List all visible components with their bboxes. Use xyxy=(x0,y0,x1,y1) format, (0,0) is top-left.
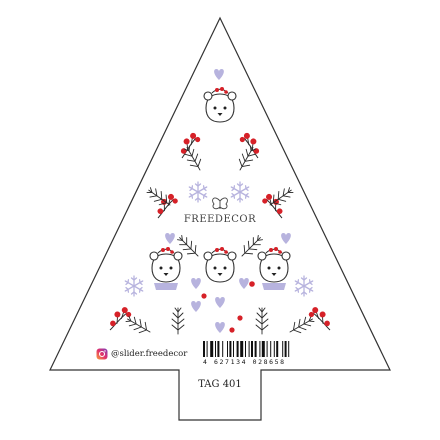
barcode-bar xyxy=(288,341,290,357)
butterfly-logo-icon xyxy=(212,197,228,210)
barcode-bar xyxy=(248,341,250,357)
barcode-bar xyxy=(284,341,287,357)
barcode-bar xyxy=(236,341,239,357)
barcode-bar xyxy=(276,341,279,357)
barcode-bar xyxy=(251,341,253,357)
barcode-bar xyxy=(282,341,284,357)
scarf-right xyxy=(262,283,286,290)
berry-dot xyxy=(249,281,255,287)
berry-dot xyxy=(201,293,207,299)
barcode-bar xyxy=(203,341,205,357)
barcode-bar xyxy=(240,341,244,357)
social-handle-row: @slider.freedecor xyxy=(96,347,187,361)
barcode-bar xyxy=(227,341,228,357)
barcode-digits: 4 627134 028658 xyxy=(203,358,286,366)
barcode-bar xyxy=(215,341,216,357)
barcode-bar xyxy=(210,341,214,357)
barcode-bar xyxy=(229,341,232,357)
berry-dot xyxy=(229,327,235,333)
barcode-bar xyxy=(245,341,246,357)
barcode-bar xyxy=(270,341,272,357)
instagram-handle: @slider.freedecor xyxy=(111,349,188,359)
barcode-bar xyxy=(217,341,220,357)
berry-dot xyxy=(237,315,243,321)
barcode-bar xyxy=(222,341,224,357)
barcode-bar xyxy=(233,341,234,357)
barcode: 4 627134 028658 xyxy=(203,341,290,366)
tag-label: TAG 401 xyxy=(198,379,242,390)
barcode-bar xyxy=(206,341,208,357)
brand-name: FREEDECOR xyxy=(183,214,257,225)
barcode-bar xyxy=(266,341,268,357)
barcode-bar xyxy=(254,341,257,357)
barcode-bar xyxy=(261,341,265,357)
instagram-icon xyxy=(96,348,108,360)
scarf-left xyxy=(154,283,178,290)
barcode-bar xyxy=(273,341,275,357)
barcode-bar xyxy=(259,341,261,357)
